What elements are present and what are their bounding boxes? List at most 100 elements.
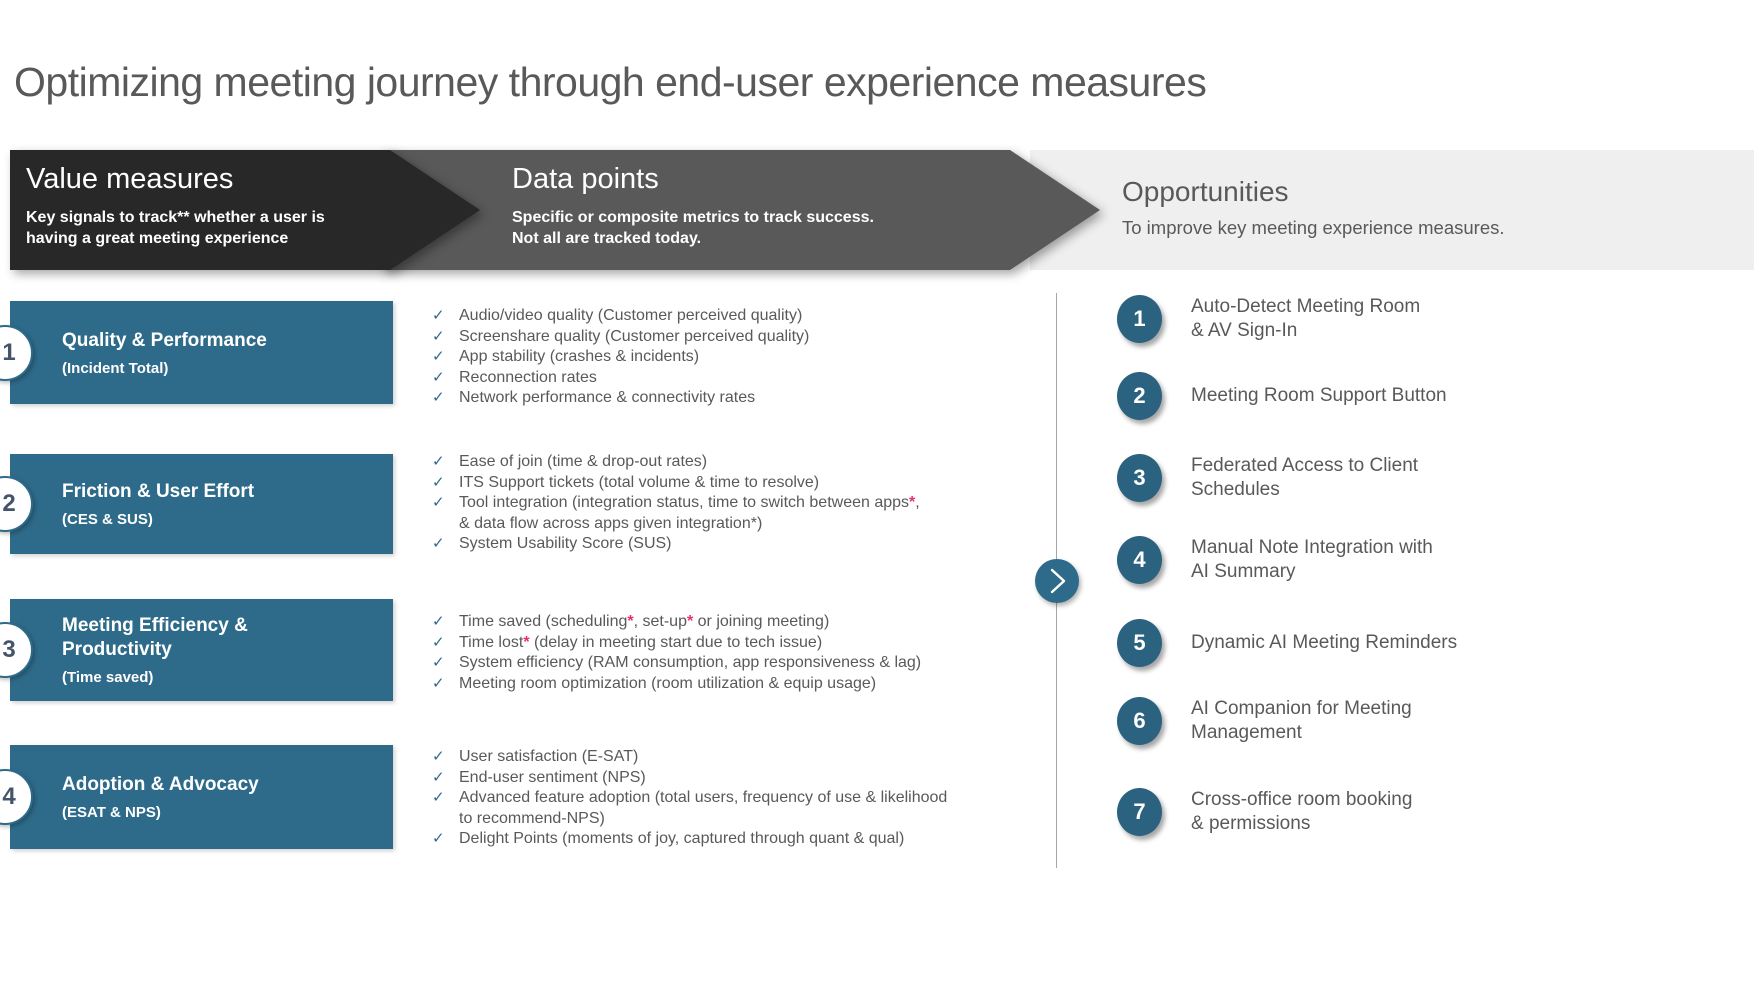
data-points-title: Data points: [512, 163, 659, 195]
check-icon: ✓: [432, 453, 445, 470]
data-point-item: ✓ System Usability Score (SUS): [432, 534, 1047, 555]
data-point-text: Ease of join (time & drop-out rates): [459, 452, 1047, 473]
data-point-segment: Screenshare quality (Customer perceived …: [459, 327, 810, 345]
opportunity-number-badge: 7: [1117, 788, 1162, 836]
check-icon: ✓: [432, 748, 445, 765]
data-point-segment: Time saved (scheduling: [459, 613, 628, 630]
data-point-item: ✓Meeting room optimization (room utiliza…: [432, 674, 1047, 695]
check-icon: ✓: [432, 613, 445, 630]
measure-subtitle: (Incident Total): [62, 359, 169, 377]
check-icon: ✓: [432, 830, 445, 847]
tracked-asterisk: *: [686, 613, 694, 630]
data-point-segment: End-user sentiment (NPS): [459, 768, 646, 786]
opportunities-title: Opportunities: [1122, 176, 1289, 207]
data-point-item: ✓Reconnection rates: [432, 368, 1047, 389]
data-point-text: Screenshare quality (Customer perceived …: [459, 327, 1047, 348]
check-icon: ✓: [432, 789, 445, 806]
data-point-item: ✓ Time lost* (delay in meeting start due …: [432, 633, 1047, 654]
data-point-item: ✓ Tool integration (integration status, t…: [432, 493, 1047, 534]
data-points-subtitle-line2: Not all are tracked today.: [512, 230, 702, 247]
value-measures-arrow-shape: Value measures Key signals to track** wh…: [10, 150, 480, 270]
data-point-segment: Meeting room optimization (room utilizat…: [459, 674, 877, 692]
check-icon: ✓: [432, 768, 445, 786]
measure-title: Friction & User Effort: [62, 481, 255, 502]
opportunity-label: Auto-Detect Meeting Room& AV Sign-In: [1191, 296, 1421, 341]
tracked-asterisk: *: [909, 494, 916, 511]
value-measures-subtitle-line1: Key signals to track** whether a user is: [26, 209, 325, 226]
value-measures-subtitle: Key signals to track** whether a user is…: [26, 207, 480, 249]
chevron-right-icon: [1035, 559, 1079, 603]
data-point-item: ✓ Screenshare quality (Customer perceived…: [432, 327, 1047, 348]
measure-subtitle: (ESAT & NPS): [62, 804, 161, 821]
data-point-text: Tool integration (integration status, ti…: [459, 493, 1047, 534]
opportunity-number-badge: 3: [1117, 454, 1162, 502]
check-icon: ✓: [432, 535, 445, 552]
data-point-item: ✓ Delight Points (moments of joy, capture…: [432, 829, 1047, 850]
data-point-segment: Tool integration (integration status, ti…: [459, 494, 910, 511]
value-measures-header-arrow: Value measures Key signals to track** wh…: [10, 150, 480, 270]
data-point-segment: Time lost: [459, 633, 524, 651]
data-point-text: System Usability Score (SUS): [459, 534, 1047, 555]
data-point-segment: Audio/video quality (Customer perceived …: [459, 307, 803, 324]
data-point-segment: & data flow across apps given integratio…: [459, 514, 763, 532]
opportunity-item-1: 1 Auto-Detect Meeting Room& AV Sign-In: [1117, 289, 1420, 349]
data-point-segment: , set-up: [633, 613, 687, 630]
opportunity-number-badge: 5: [1117, 619, 1162, 667]
data-points-header-arrow: Data points Specific or composite metric…: [382, 150, 1100, 270]
data-point-item: ✓System efficiency (RAM consumption, app…: [432, 653, 1047, 674]
value-measures-subtitle-line2: having a great meeting experience: [26, 230, 289, 247]
data-point-segment: (delay in meeting start due to tech issu…: [529, 633, 823, 651]
opportunity-number-badge: 2: [1117, 372, 1162, 420]
chevron-right-glyph: [1050, 568, 1066, 594]
data-point-segment: Delight Points (moments of joy, captured…: [459, 830, 905, 847]
check-icon: ✓: [432, 494, 445, 511]
measure-title: Meeting Efficiency & Productivity: [62, 615, 248, 660]
data-point-item: ✓App stability (crashes & incidents): [432, 347, 1047, 368]
data-points-subtitle-line1: Specific or composite metrics to track s…: [512, 209, 874, 226]
data-point-segment: ITS Support tickets (total volume & time…: [459, 473, 820, 491]
data-points-list-1: ✓ Audio/video quality (Customer perceived…: [432, 306, 1047, 409]
measure-subtitle: (CES & SUS): [62, 511, 153, 528]
data-point-text: Network performance & connectivity rates: [459, 388, 1047, 409]
opportunity-number-badge: 1: [1117, 295, 1162, 343]
measure-box-1: Quality & Performance(Incident Total): [10, 301, 393, 404]
data-points-arrow-shape: Data points Specific or composite metric…: [382, 150, 1100, 270]
data-point-text: User satisfaction (E-SAT): [459, 747, 1047, 768]
measure-subtitle: (Time saved): [62, 669, 154, 686]
data-point-segment: or joining meeting): [693, 613, 830, 630]
data-point-text: Time lost* (delay in meeting start due t…: [459, 633, 1047, 654]
data-point-item: ✓ End-user sentiment (NPS): [432, 768, 1047, 789]
data-point-text: ITS Support tickets (total volume & time…: [459, 473, 1047, 494]
data-point-text: Meeting room optimization (room utilizat…: [459, 674, 1047, 695]
data-points-subtitle: Specific or composite metrics to track s…: [512, 207, 1100, 249]
data-point-text: End-user sentiment (NPS): [459, 768, 1047, 789]
opportunity-label: Cross-office room booking& permissions: [1191, 789, 1413, 834]
measure-title: Adoption & Advocacy: [62, 774, 259, 795]
opportunity-item-7: 7 Cross-office room booking& permissions: [1117, 782, 1412, 842]
data-point-item: ✓ Advanced feature adoption (total users,…: [432, 788, 1047, 829]
measure-box-4: Adoption & Advocacy (ESAT & NPS): [10, 745, 393, 849]
data-point-text: Advanced feature adoption (total users, …: [459, 788, 1047, 829]
check-icon: ✓: [432, 307, 445, 324]
data-point-segment: to recommend-NPS): [459, 809, 605, 827]
tracked-asterisk: *: [627, 613, 634, 630]
opportunity-label: Meeting Room Support Button: [1191, 385, 1447, 406]
value-measures-title: Value measures: [26, 163, 234, 195]
check-icon: ✓: [432, 327, 445, 345]
measure-box-3: Meeting Efficiency & Productivity (Time s…: [10, 599, 393, 701]
data-point-segment: Ease of join (time & drop-out rates): [459, 453, 708, 470]
opportunities-header-band: Opportunities To improve key meeting exp…: [1030, 150, 1754, 270]
data-point-item: ✓ User satisfaction (E-SAT): [432, 747, 1047, 768]
tracked-asterisk: *: [523, 633, 530, 651]
check-icon: ✓: [432, 633, 445, 651]
check-icon: ✓: [432, 389, 445, 406]
data-point-segment: App stability (crashes & incidents): [459, 348, 700, 365]
data-point-item: ✓ Ease of join (time & drop-out rates): [432, 452, 1047, 473]
data-point-segment: Network performance & connectivity rates: [459, 389, 756, 406]
data-point-item: ✓ Audio/video quality (Customer perceived…: [432, 306, 1047, 327]
